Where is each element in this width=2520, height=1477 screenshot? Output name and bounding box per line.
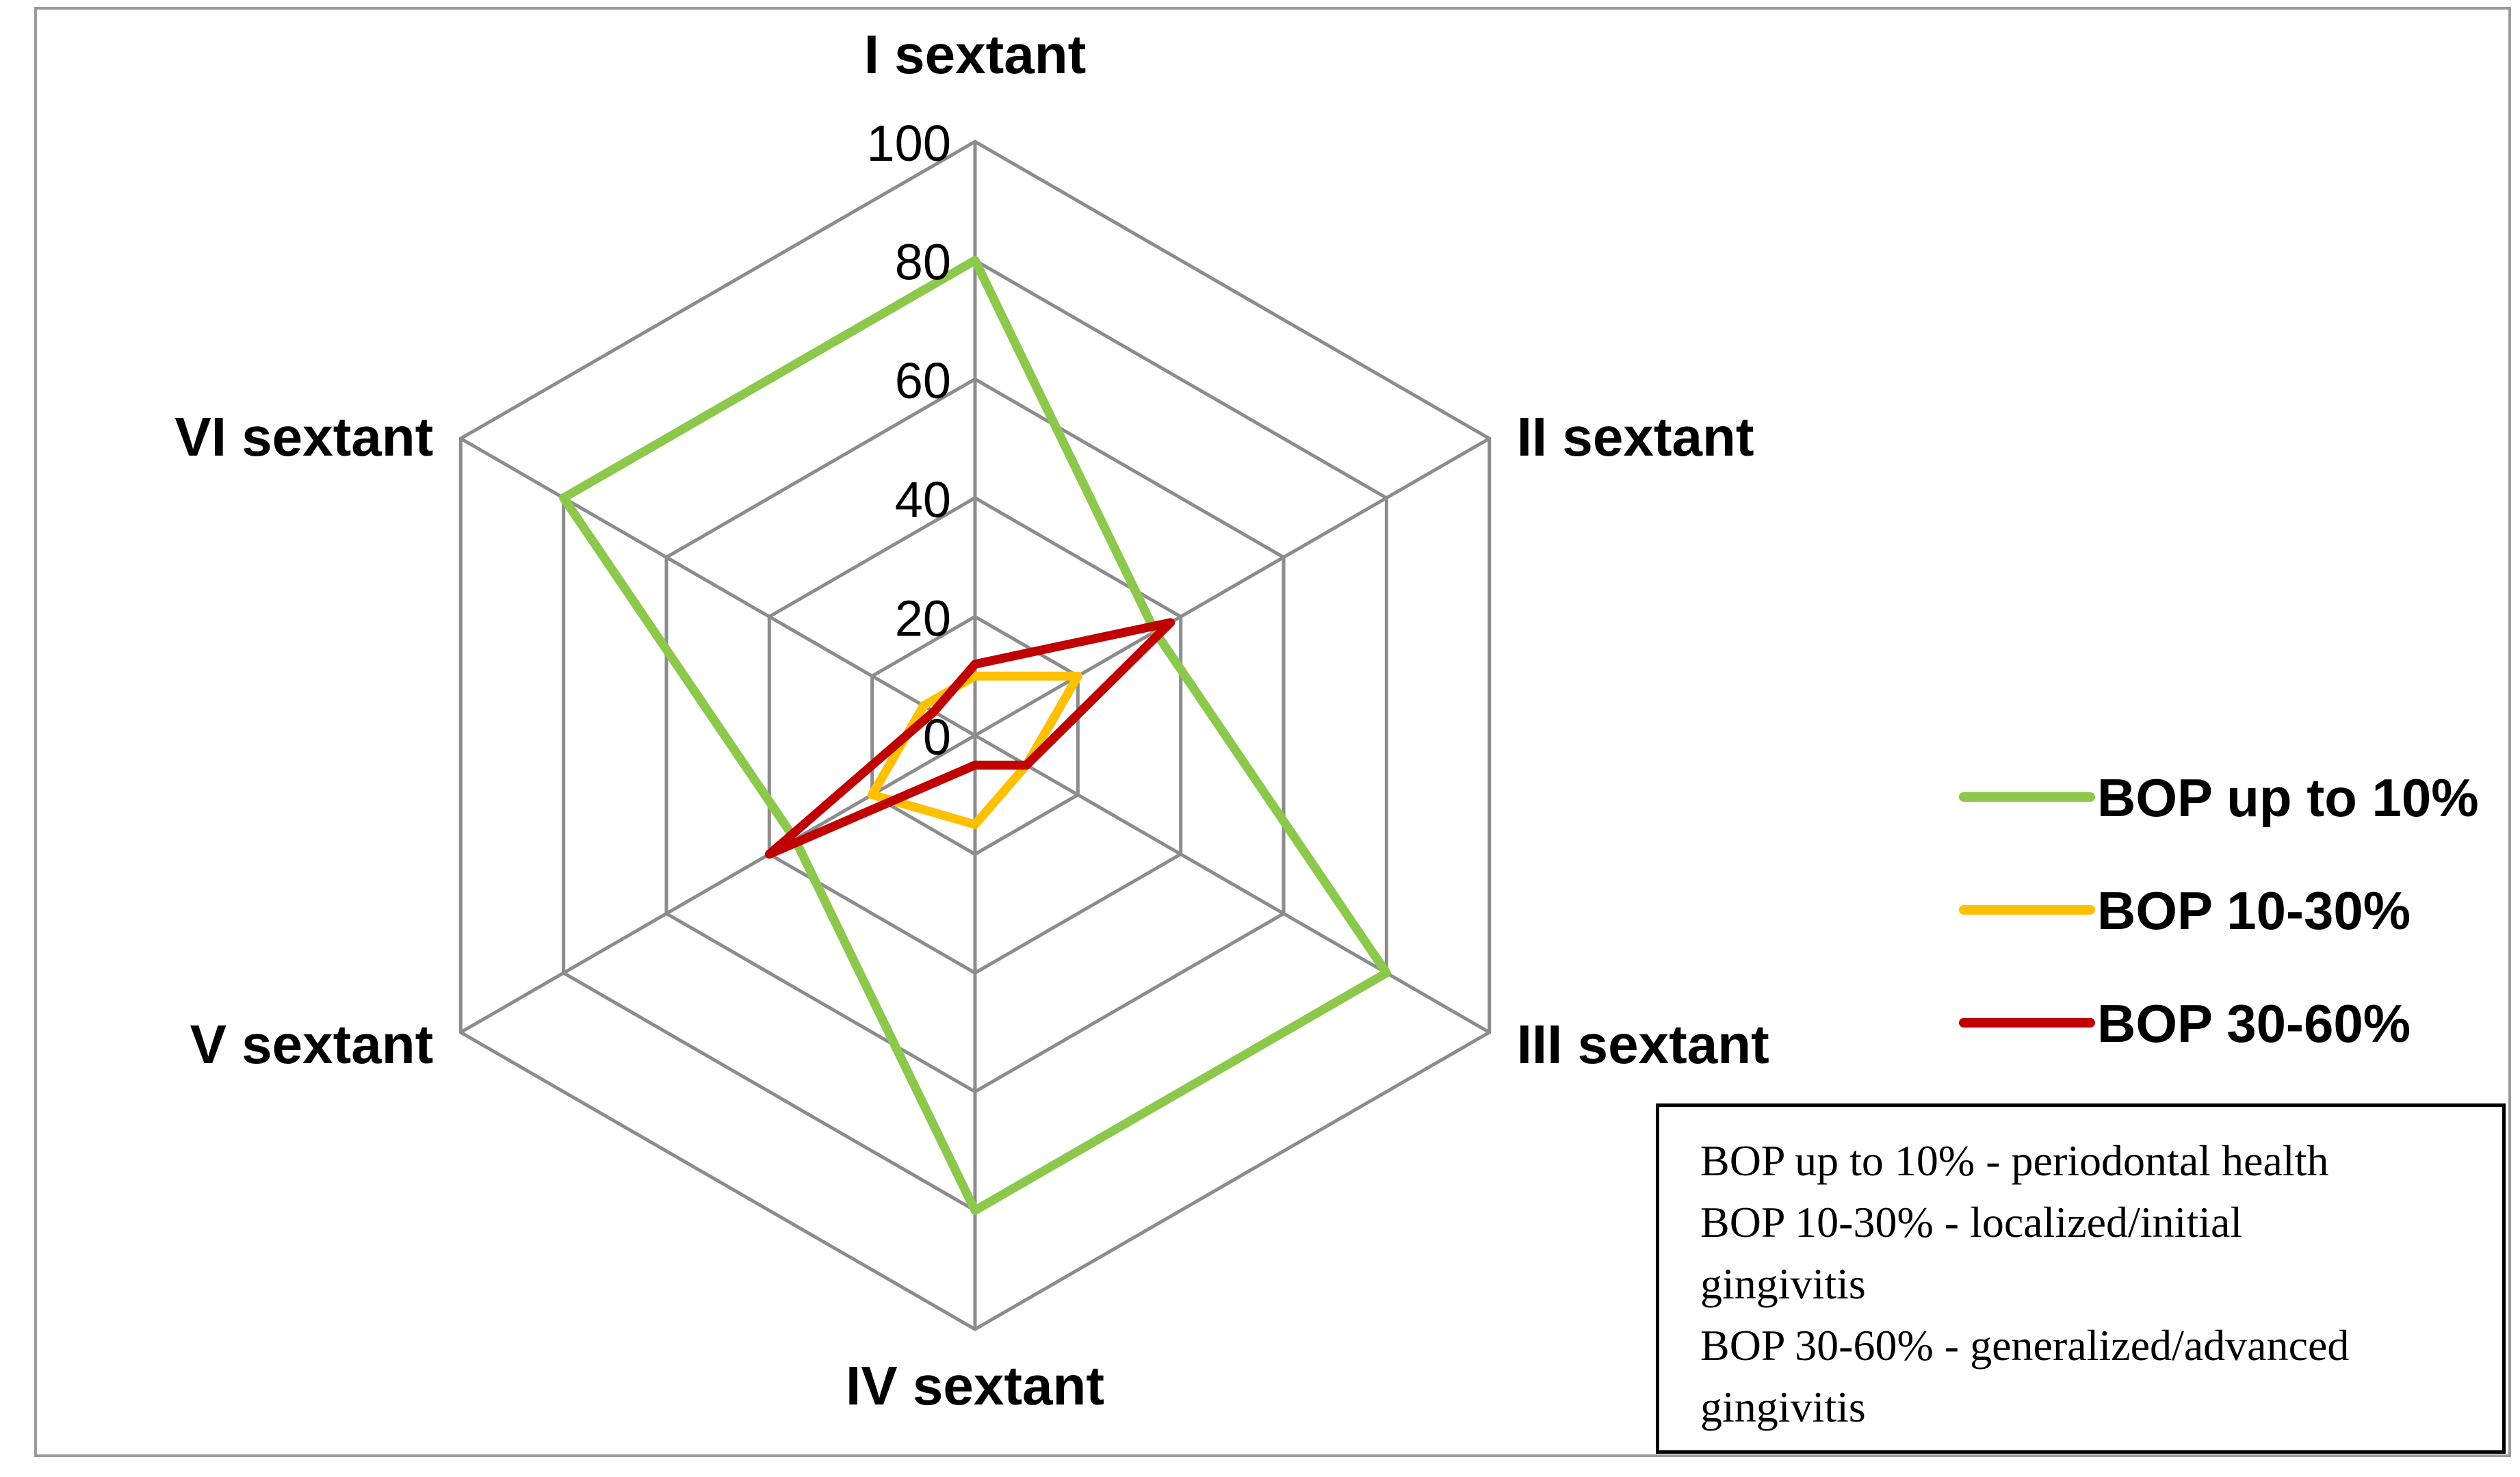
grid-spoke: [974, 436, 1490, 737]
grid-spoke: [974, 733, 1490, 1034]
note-box: BOP up to 10% - periodontal health BOP 1…: [1656, 1103, 2506, 1454]
tick-label: 80: [895, 234, 951, 291]
note-line: BOP 30-60% - generalized/advanced: [1700, 1321, 2350, 1370]
tick-label: 100: [867, 115, 951, 172]
radar-grid: [458, 140, 1492, 1331]
axis-title: IV sextant: [846, 1355, 1104, 1416]
series-line: [559, 256, 1391, 1215]
legend-label: BOP up to 10%: [2097, 768, 2479, 828]
axis-title: II sextant: [1517, 406, 1754, 467]
axis-title: VI sextant: [174, 406, 433, 467]
legend-label: BOP 30-60%: [2097, 993, 2411, 1054]
grid-spoke: [460, 733, 976, 1034]
tick-label: 60: [895, 352, 951, 409]
note-line: BOP 10-30% - localized/initial: [1700, 1198, 2243, 1246]
axis-title: I sextant: [864, 24, 1087, 85]
radar-tick-labels: 0 20 40 60 80 100: [867, 115, 951, 766]
legend-label: BOP 10-30%: [2097, 880, 2411, 941]
legend: BOP up to 10% BOP 10-30% BOP 30-60%: [1959, 768, 2479, 1054]
tick-label: 40: [895, 471, 951, 528]
tick-label: 20: [895, 590, 951, 646]
series-line: [868, 671, 1082, 829]
radar-series: [559, 256, 1391, 1215]
grid-spoke: [460, 436, 976, 737]
note-line: BOP up to 10% - periodontal health: [1700, 1136, 2329, 1185]
note-line: gingivitis: [1700, 1383, 1866, 1431]
note-line: gingivitis: [1700, 1259, 1866, 1308]
tick-label: 0: [923, 709, 951, 766]
axis-title: III sextant: [1517, 1014, 1769, 1075]
series-line: [764, 618, 1175, 859]
axis-title: V sextant: [190, 1014, 434, 1075]
